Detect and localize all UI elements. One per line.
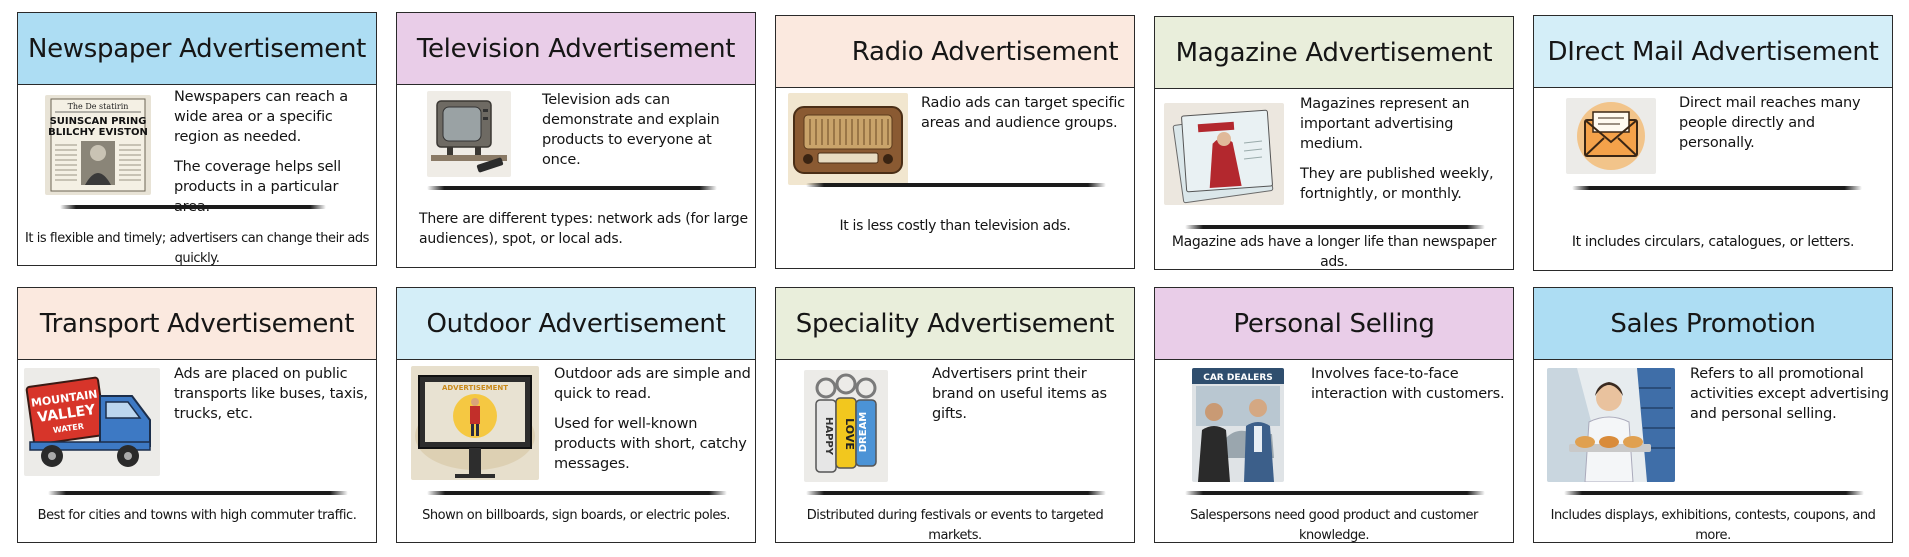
description-paragraph: Direct mail reaches many people directly… [1679,95,1861,151]
divider-line [1185,491,1485,495]
description-paragraph: Radio ads can target specific areas and … [921,95,1125,131]
card-direct-mail-advertisement: DIrect Mail Advertisement Direct mail re… [1533,15,1893,271]
card-body: HAPPY LOVE DREAM Advertisers print their… [776,360,1134,542]
divider-line [60,205,326,209]
card-title: Newspaper Advertisement [18,13,376,85]
card-transport-advertisement: Transport Advertisement MOUNTAIN VALLEY … [17,287,377,543]
card-description: Direct mail reaches many people directly… [1679,93,1892,163]
description-paragraph: Advertisers print their brand on useful … [932,366,1107,422]
keychain-text-2: LOVE [843,418,856,450]
description-paragraph: Television ads can demonstrate and expla… [542,92,720,168]
card-title: Personal Selling [1155,288,1513,360]
billboard-text: ADVERTISEMENT [442,384,508,392]
divider-line [1185,225,1485,229]
description-paragraph: Magazines represent an important adverti… [1300,96,1470,152]
divider-line [48,491,348,495]
card-description: Magazines represent an important adverti… [1300,94,1510,214]
description-paragraph: Used for well-known products with short,… [554,416,747,472]
card-magazine-advertisement: Magazine Advertisement Magazines represe… [1154,16,1514,270]
card-newspaper-advertisement: Newspaper Advertisement The De statirin … [17,12,377,266]
keychain-text-3: DREAM [858,412,869,453]
card-footer: Magazine ads have a longer life than new… [1171,234,1497,270]
card-speciality-advertisement: Speciality Advertisement HAPPY LOVE DREA… [775,287,1135,543]
newspaper-headline-1: SUINSCAN PRING [50,116,147,127]
magazine-icon [1164,103,1284,205]
card-footer: Includes displays, exhibitions, contests… [1550,508,1876,543]
description-paragraph: They are published weekly, fortnightly, … [1300,166,1494,202]
card-title: Magazine Advertisement [1155,17,1513,89]
card-footer: It is less costly than television ads. [839,218,1071,234]
keychain-text-1: HAPPY [823,417,834,456]
card-description: Newspapers can reach a wide area or a sp… [174,87,374,227]
description-paragraph: Newspapers can reach a wide area or a sp… [174,89,348,145]
card-outdoor-advertisement: Outdoor Advertisement ADVERTISEMENT Outd… [396,287,756,543]
card-description: Involves face-to-face interaction with c… [1311,364,1511,414]
card-description: Advertisers print their brand on useful … [932,364,1132,434]
card-title: Outdoor Advertisement [397,288,755,360]
card-title: Television Advertisement [397,13,755,85]
card-description: Outdoor ads are simple and quick to read… [554,364,754,484]
card-body: MOUNTAIN VALLEY WATER Ads are placed on … [18,360,376,542]
salesperson-icon: CAR DEALERS [1192,368,1284,482]
card-description: Ads are placed on public transports like… [174,364,374,434]
newspaper-headline-2: BLILCHY EVISTON [48,127,148,138]
card-personal-selling: Personal Selling CAR DEALERS Involves fa… [1154,287,1514,543]
divider-line [427,491,727,495]
dealer-sign-text: CAR DEALERS [1203,373,1273,383]
radio-icon [788,93,908,185]
card-title: Speciality Advertisement [776,288,1134,360]
envelope-icon [1566,98,1656,174]
newspaper-icon: The De statirin SUINSCAN PRING BLILCHY E… [45,95,151,195]
promotion-icon [1547,368,1675,482]
card-body: Direct mail reaches many people directly… [1534,88,1892,270]
billboard-icon: ADVERTISEMENT [411,366,539,480]
divider-line [1564,491,1864,495]
card-description: Television ads can demonstrate and expla… [542,90,752,180]
card-body: Television ads can demonstrate and expla… [397,85,755,267]
card-footer: Salespersons need good product and custo… [1190,508,1478,543]
card-title: Transport Advertisement [18,288,376,360]
card-footer: Distributed during festivals or events t… [806,508,1104,543]
divider-line [427,186,717,190]
card-radio-advertisement: Radio Advertisement Radio ads can target… [775,15,1135,269]
card-body: CAR DEALERS Involves face-to-face intera… [1155,360,1513,542]
description-paragraph: Refers to all promotional activities exc… [1690,366,1889,422]
card-sales-promotion: Sales Promotion Refers to all promotiona… [1533,287,1893,543]
card-body: Magazines represent an important adverti… [1155,89,1513,269]
truck-text-3: WATER [52,422,84,435]
card-television-advertisement: Television Advertisement Television ads … [396,12,756,268]
television-icon [427,91,511,177]
truck-icon: MOUNTAIN VALLEY WATER [24,368,160,476]
newspaper-masthead: The De statirin [68,102,129,111]
description-paragraph: The coverage helps sell products in a pa… [174,159,341,215]
card-footer: There are different types: network ads (… [419,211,748,247]
card-footer: Best for cities and towns with high comm… [37,508,357,523]
description-paragraph: Ads are placed on public transports like… [174,366,368,422]
card-title: Sales Promotion [1534,288,1892,360]
card-body: The De statirin SUINSCAN PRING BLILCHY E… [18,85,376,265]
card-description: Radio ads can target specific areas and … [921,93,1131,143]
description-paragraph: Involves face-to-face interaction with c… [1311,366,1505,402]
card-footer: Shown on billboards, sign boards, or ele… [422,508,730,523]
divider-line [1572,186,1862,190]
card-body: Refers to all promotional activities exc… [1534,360,1892,542]
card-title: DIrect Mail Advertisement [1534,16,1892,88]
card-title: Radio Advertisement [776,16,1134,88]
card-footer: It includes circulars, catalogues, or le… [1571,234,1855,250]
divider-line [806,491,1106,495]
keychain-icon: HAPPY LOVE DREAM [804,370,888,482]
card-footer: It is flexible and timely; advertisers c… [25,231,369,266]
divider-line [806,183,1106,187]
card-body: Radio ads can target specific areas and … [776,88,1134,268]
card-description: Refers to all promotional activities exc… [1690,364,1890,434]
description-paragraph: Outdoor ads are simple and quick to read… [554,366,751,402]
card-body: ADVERTISEMENT Outdoor ads are simple and… [397,360,755,542]
